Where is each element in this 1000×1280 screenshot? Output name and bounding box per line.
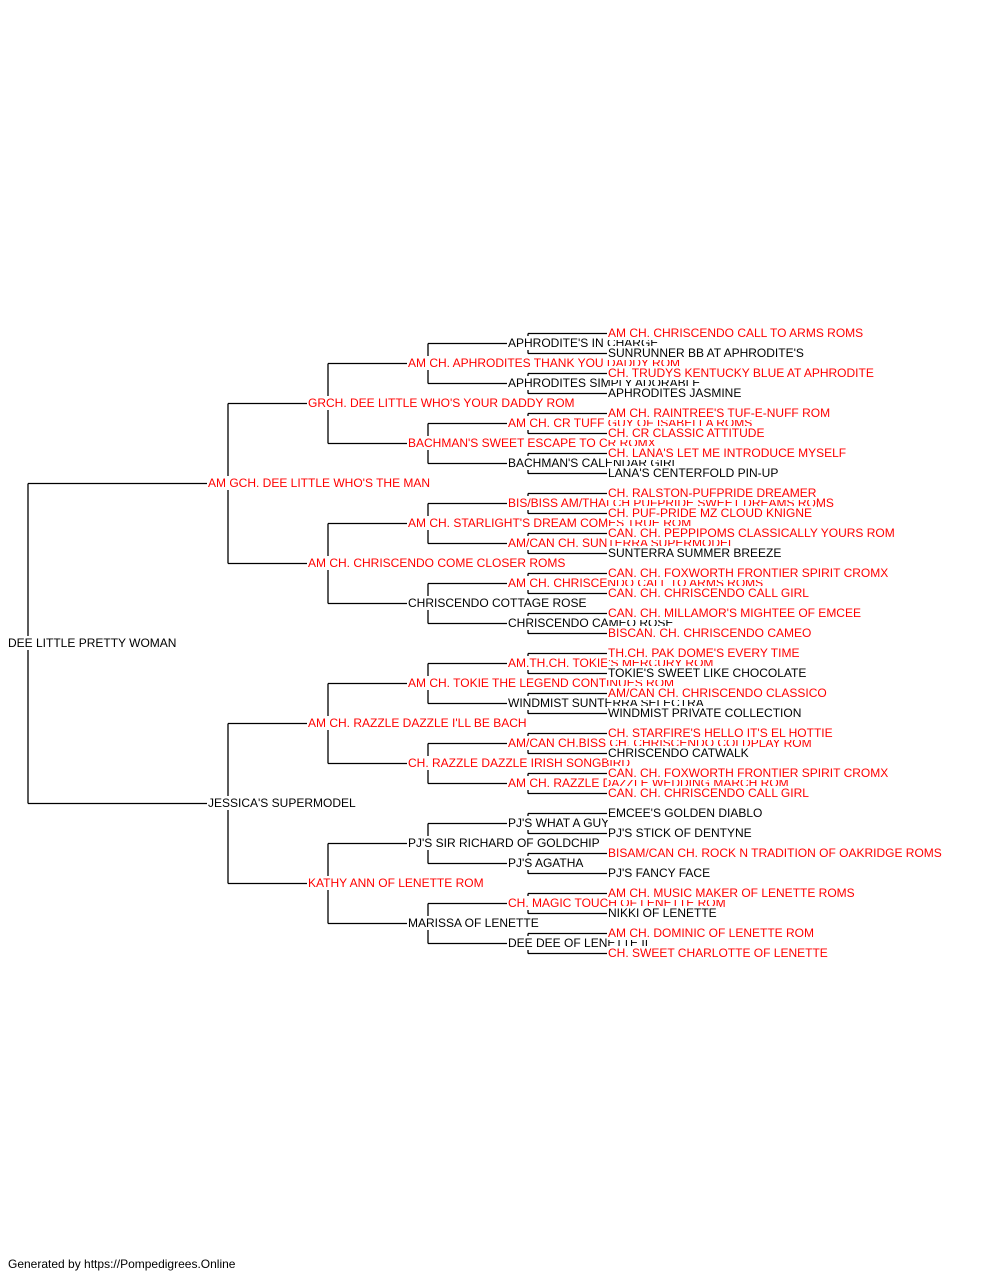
gen5-ancestor-name: PJ'S WHAT A GUY — [507, 816, 611, 830]
gen6-ancestor-name: SUNRUNNER BB AT APHRODITE'S — [607, 346, 805, 360]
gen6-ancestor-name: AM CH. CHRISCENDO CALL TO ARMS ROMS — [607, 326, 865, 340]
gen6-ancestor-name: CAN. CH. PEPPIPOMS CLASSICALLY YOURS ROM — [607, 526, 896, 540]
gen6-ancestor-name: CAN. CH. CHRISCENDO CALL GIRL — [607, 586, 810, 600]
gen6-ancestor-name: CH. STARFIRE'S HELLO IT'S EL HOTTIE — [607, 726, 834, 740]
gen4-ancestor-name: CH. RAZZLE DAZZLE IRISH SONGBIRD — [407, 756, 632, 770]
gen3-ancestor-name: GRCH. DEE LITTLE WHO'S YOUR DADDY ROM — [307, 396, 576, 410]
gen6-ancestor-name: SUNTERRA SUMMER BREEZE — [607, 546, 783, 560]
gen4-ancestor-name: PJ'S SIR RICHARD OF GOLDCHIP — [407, 836, 601, 850]
gen3-ancestor-name: KATHY ANN OF LENETTE ROM — [307, 876, 485, 890]
gen5-ancestor-name: PJ'S AGATHA — [507, 856, 585, 870]
gen6-ancestor-name: NIKKI OF LENETTE — [607, 906, 718, 920]
gen6-ancestor-name: CHRISCENDO CATWALK — [607, 746, 750, 760]
gen6-ancestor-name: PJ'S FANCY FACE — [607, 866, 712, 880]
gen6-ancestor-name: CAN. CH. MILLAMOR'S MIGHTEE OF EMCEE — [607, 606, 862, 620]
gen6-ancestor-name: CH. SWEET CHARLOTTE OF LENETTE — [607, 946, 829, 960]
gen6-ancestor-name: BISCAN. CH. CHRISCENDO CAMEO — [607, 626, 813, 640]
gen6-ancestor-name: TH.CH. PAK DOME'S EVERY TIME — [607, 646, 801, 660]
gen3-ancestor-name: AM CH. CHRISCENDO COME CLOSER ROMS — [307, 556, 567, 570]
gen6-ancestor-name: CH. PUF-PRIDE MZ CLOUD KNIGNE — [607, 506, 814, 520]
sire-name: AM GCH. DEE LITTLE WHO'S THE MAN — [207, 476, 432, 490]
gen6-ancestor-name: PJ'S STICK OF DENTYNE — [607, 826, 753, 840]
gen6-ancestor-name: BISAM/CAN CH. ROCK N TRADITION OF OAKRID… — [607, 846, 943, 860]
gen6-ancestor-name: CH. RALSTON-PUFPRIDE DREAMER — [607, 486, 818, 500]
gen4-ancestor-name: MARISSA OF LENETTE — [407, 916, 540, 930]
gen6-ancestor-name: LANA'S CENTERFOLD PIN-UP — [607, 466, 780, 480]
generated-by-footer: Generated by https://Pompedigrees.Online — [8, 1257, 236, 1271]
gen4-ancestor-name: CHRISCENDO COTTAGE ROSE — [407, 596, 588, 610]
gen6-ancestor-name: CH. LANA'S LET ME INTRODUCE MYSELF — [607, 446, 848, 460]
subject-name: DEE LITTLE PRETTY WOMAN — [7, 636, 178, 650]
gen6-ancestor-name: TOKIE'S SWEET LIKE CHOCOLATE — [607, 666, 808, 680]
gen6-ancestor-name: AM CH. RAINTREE'S TUF-E-NUFF ROM — [607, 406, 832, 420]
gen6-ancestor-name: EMCEE'S GOLDEN DIABLO — [607, 806, 764, 820]
gen6-ancestor-name: AM/CAN CH. CHRISCENDO CLASSICO — [607, 686, 828, 700]
dam-name: JESSICA'S SUPERMODEL — [207, 796, 357, 810]
gen3-ancestor-name: AM CH. RAZZLE DAZZLE I'LL BE BACH — [307, 716, 528, 730]
gen6-ancestor-name: CH. CR CLASSIC ATTITUDE — [607, 426, 766, 440]
gen6-ancestor-name: APHRODITES JASMINE — [607, 386, 743, 400]
gen6-ancestor-name: CAN. CH. CHRISCENDO CALL GIRL — [607, 786, 810, 800]
gen4-ancestor-name: BACHMAN'S SWEET ESCAPE TO CR ROMX — [407, 436, 657, 450]
gen6-ancestor-name: AM CH. MUSIC MAKER OF LENETTE ROMS — [607, 886, 856, 900]
gen6-ancestor-name: WINDMIST PRIVATE COLLECTION — [607, 706, 803, 720]
gen6-ancestor-name: AM CH. DOMINIC OF LENETTE ROM — [607, 926, 816, 940]
gen6-ancestor-name: CH. TRUDYS KENTUCKY BLUE AT APHRODITE — [607, 366, 875, 380]
gen6-ancestor-name: CAN. CH. FOXWORTH FRONTIER SPIRIT CROMX — [607, 566, 890, 580]
gen6-ancestor-name: CAN. CH. FOXWORTH FRONTIER SPIRIT CROMX — [607, 766, 890, 780]
